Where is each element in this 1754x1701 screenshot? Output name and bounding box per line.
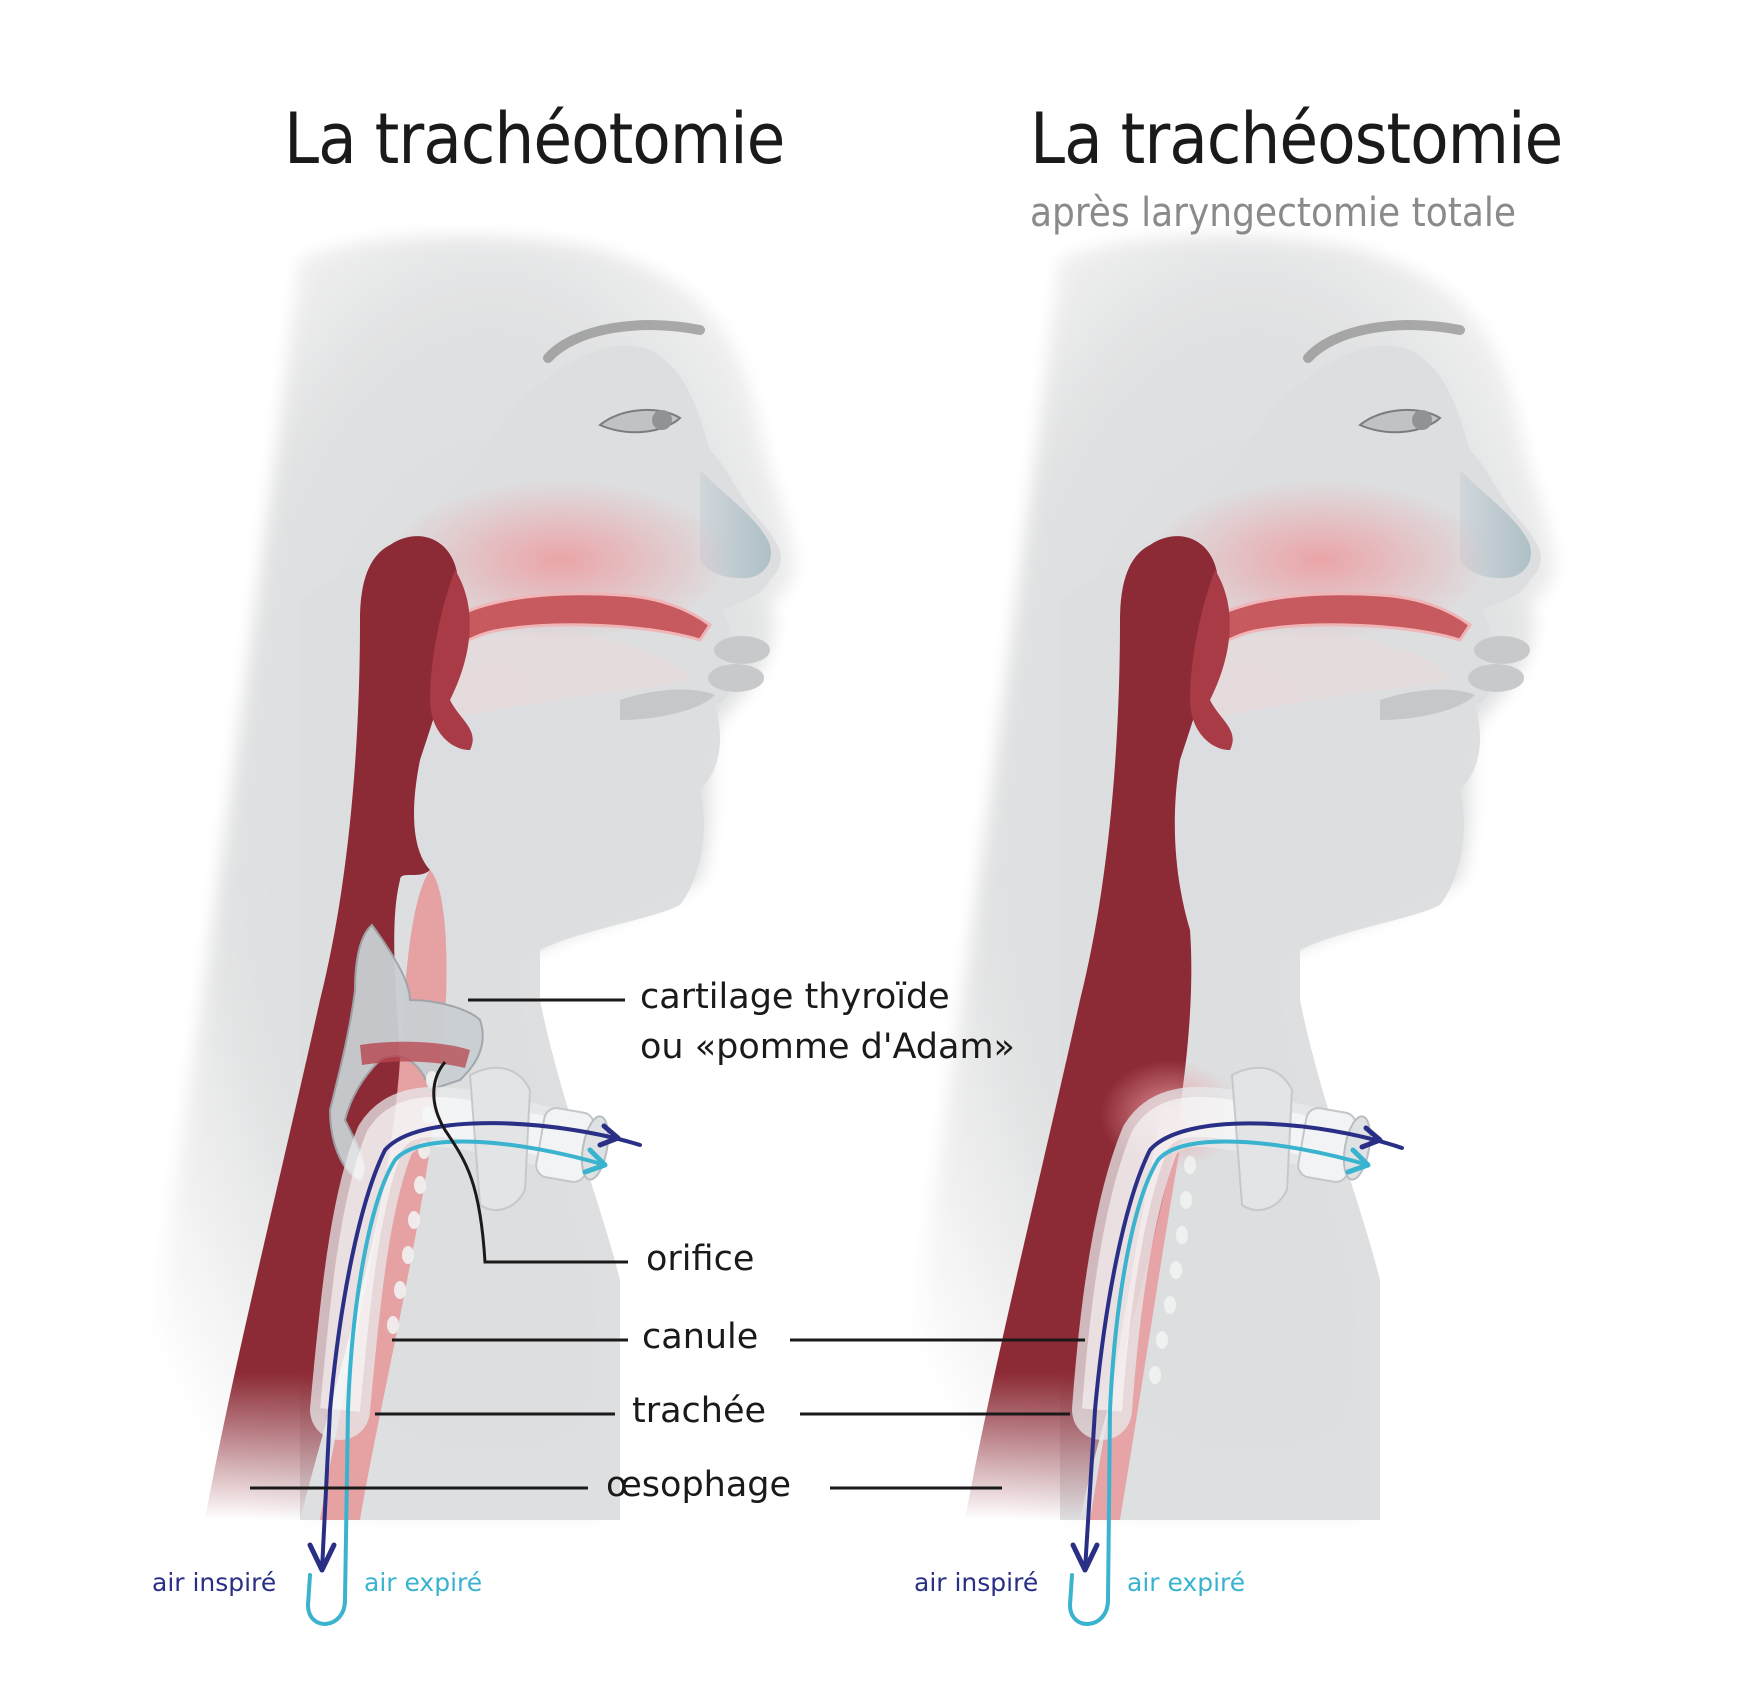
right-air-inspired-label: air inspiré <box>914 1568 1039 1597</box>
label-canule: canule <box>642 1317 759 1357</box>
left-head-illustration <box>120 236 795 1626</box>
right-air-expired-label: air expiré <box>1127 1568 1246 1597</box>
label-orifice: orifice <box>646 1239 755 1279</box>
left-title: La trachéotomie <box>284 98 785 180</box>
label-cartilage-line2: ou «pomme d'Adam» <box>640 1027 1015 1067</box>
airflow-arrows-right <box>1067 1121 1404 1626</box>
left-air-inspired-label: air inspiré <box>152 1568 277 1597</box>
right-subtitle: après laryngectomie totale <box>1030 190 1517 236</box>
spine-tissue <box>205 536 459 1520</box>
label-trachee: trachée <box>632 1391 767 1431</box>
left-leader-lines <box>250 998 628 1490</box>
trachea-rings-right <box>1149 1156 1196 1384</box>
airflow-arrows <box>305 1121 642 1626</box>
right-title: La trachéostomie <box>1030 98 1563 180</box>
right-leader-lines <box>790 1338 1085 1490</box>
left-air-expired-label: air expiré <box>364 1568 483 1597</box>
label-oesophage: œsophage <box>606 1465 792 1505</box>
right-head-illustration <box>790 236 1555 1626</box>
label-cartilage-line1: cartilage thyroïde <box>640 977 950 1017</box>
thyroid-cartilage <box>328 923 484 1182</box>
